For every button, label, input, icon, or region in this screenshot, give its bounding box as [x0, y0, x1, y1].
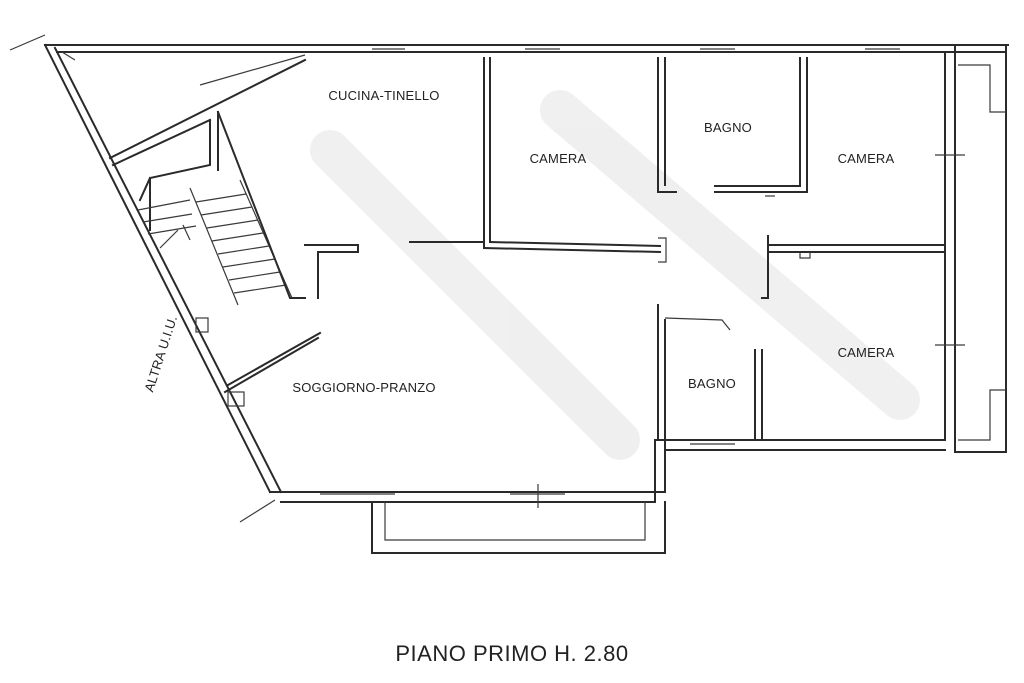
- side-label-altra-uiu: ALTRA U.I.U.: [141, 314, 180, 394]
- interior-walls: [223, 57, 946, 445]
- room-label-camera-3: CAMERA: [838, 345, 895, 360]
- room-label-bagno-1: BAGNO: [704, 120, 752, 135]
- room-label-camera-2: CAMERA: [838, 151, 895, 166]
- staircase: [108, 54, 359, 333]
- room-label-bagno-2: BAGNO: [688, 376, 736, 391]
- outer-walls: [9, 34, 1009, 523]
- plan-caption: PIANO PRIMO H. 2.80: [395, 641, 629, 666]
- room-label-soggiorno: SOGGIORNO-PRANZO: [292, 380, 435, 395]
- room-label-camera-1: CAMERA: [530, 151, 587, 166]
- top-windows: [372, 48, 965, 346]
- watermark: [310, 90, 920, 460]
- room-label-cucina: CUCINA-TINELLO: [328, 88, 439, 103]
- front-balcony: [320, 484, 666, 554]
